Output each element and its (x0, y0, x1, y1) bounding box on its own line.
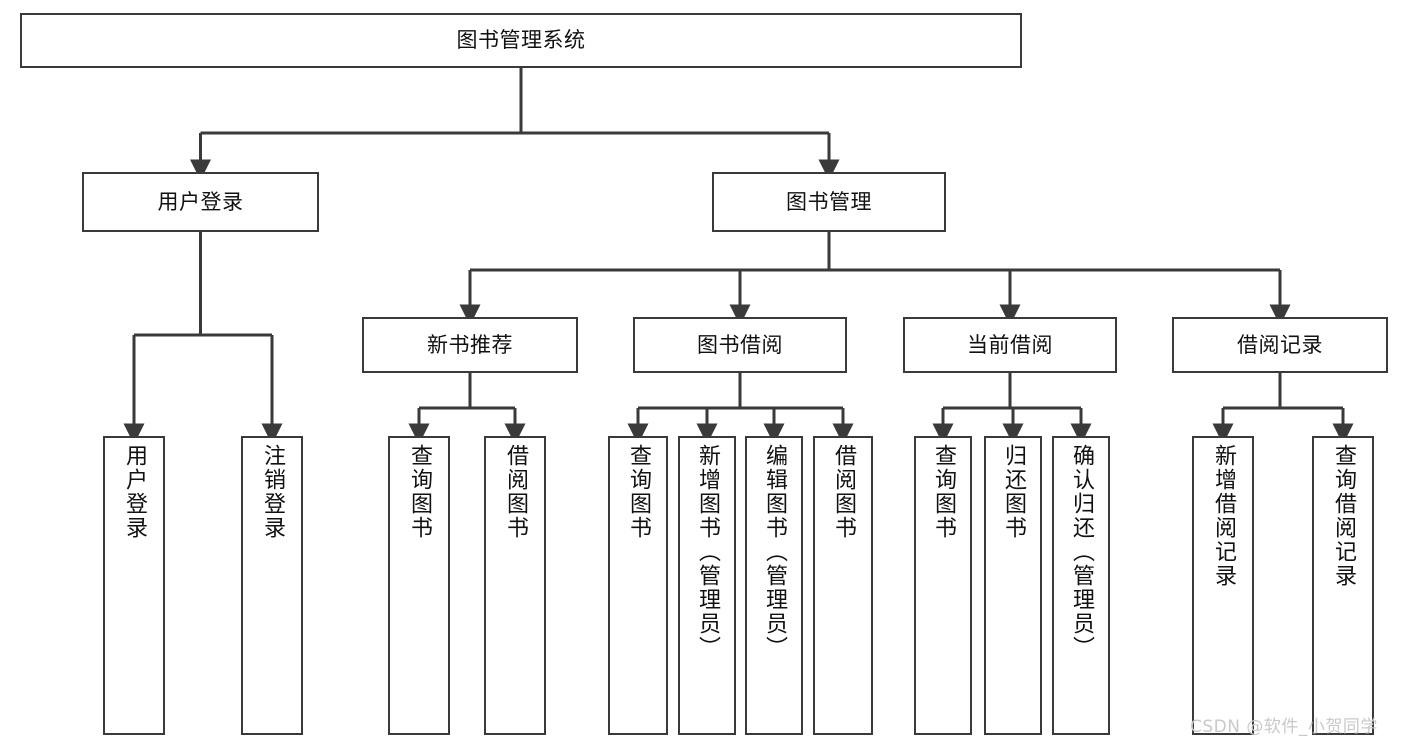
flow-node-label: 查询图书 (626, 444, 651, 540)
flow-node-label: 新增借阅记录 (1211, 444, 1236, 588)
flow-node-leaf7[interactable]: 编辑图书（管理员） (745, 436, 803, 735)
flow-node-leaf5[interactable]: 查询图书 (608, 436, 668, 735)
flow-node-label: 查询借阅记录 (1331, 444, 1356, 588)
flow-node-label: 图书管理系统 (456, 28, 586, 53)
flow-node-leaf3[interactable]: 查询图书 (388, 436, 450, 735)
flow-node-label: 注销登录 (260, 444, 285, 540)
flow-node-records[interactable]: 借阅记录 (1172, 317, 1388, 373)
csdn-watermark: CSDN @软件_小贺同学 (1190, 717, 1378, 737)
flow-node-borrow[interactable]: 图书借阅 (633, 317, 847, 373)
flow-node-label: 新增图书（管理员） (695, 444, 720, 660)
flow-node-label: 编辑图书（管理员） (762, 444, 787, 660)
flow-node-label: 当前借阅 (967, 332, 1053, 357)
flow-node-current[interactable]: 当前借阅 (903, 317, 1117, 373)
flow-node-label: 借阅记录 (1237, 332, 1323, 357)
flow-node-leaf10[interactable]: 归还图书 (984, 436, 1042, 735)
flow-node-label: 归还图书 (1001, 444, 1026, 540)
flow-node-label: 查询图书 (931, 444, 956, 540)
flow-node-leaf12[interactable]: 新增借阅记录 (1192, 436, 1254, 735)
flow-node-label: 用户登录 (122, 444, 147, 540)
flow-node-leaf13[interactable]: 查询借阅记录 (1312, 436, 1374, 735)
flow-node-leaf1[interactable]: 用户登录 (103, 436, 165, 735)
flow-node-label: 图书管理 (786, 189, 872, 214)
flow-node-leaf9[interactable]: 查询图书 (914, 436, 972, 735)
flow-node-label: 查询图书 (407, 444, 432, 540)
flow-node-label: 图书借阅 (697, 332, 783, 357)
flow-node-label: 新书推荐 (427, 332, 513, 357)
flow-node-label: 确认归还（管理员） (1069, 444, 1094, 660)
flow-node-leaf4[interactable]: 借阅图书 (484, 436, 546, 735)
flow-node-leaf8[interactable]: 借阅图书 (813, 436, 873, 735)
flow-node-label: 借阅图书 (831, 444, 856, 540)
flow-node-leaf11[interactable]: 确认归还（管理员） (1052, 436, 1110, 735)
flow-node-newbook[interactable]: 新书推荐 (362, 317, 578, 373)
flow-node-leaf2[interactable]: 注销登录 (241, 436, 303, 735)
flow-node-label: 用户登录 (157, 189, 244, 214)
flow-node-leaf6[interactable]: 新增图书（管理员） (678, 436, 736, 735)
flow-node-label: 借阅图书 (503, 444, 528, 540)
flow-node-login[interactable]: 用户登录 (82, 172, 319, 232)
flow-node-bookmgmt[interactable]: 图书管理 (712, 172, 946, 232)
flow-node-root[interactable]: 图书管理系统 (20, 13, 1022, 68)
